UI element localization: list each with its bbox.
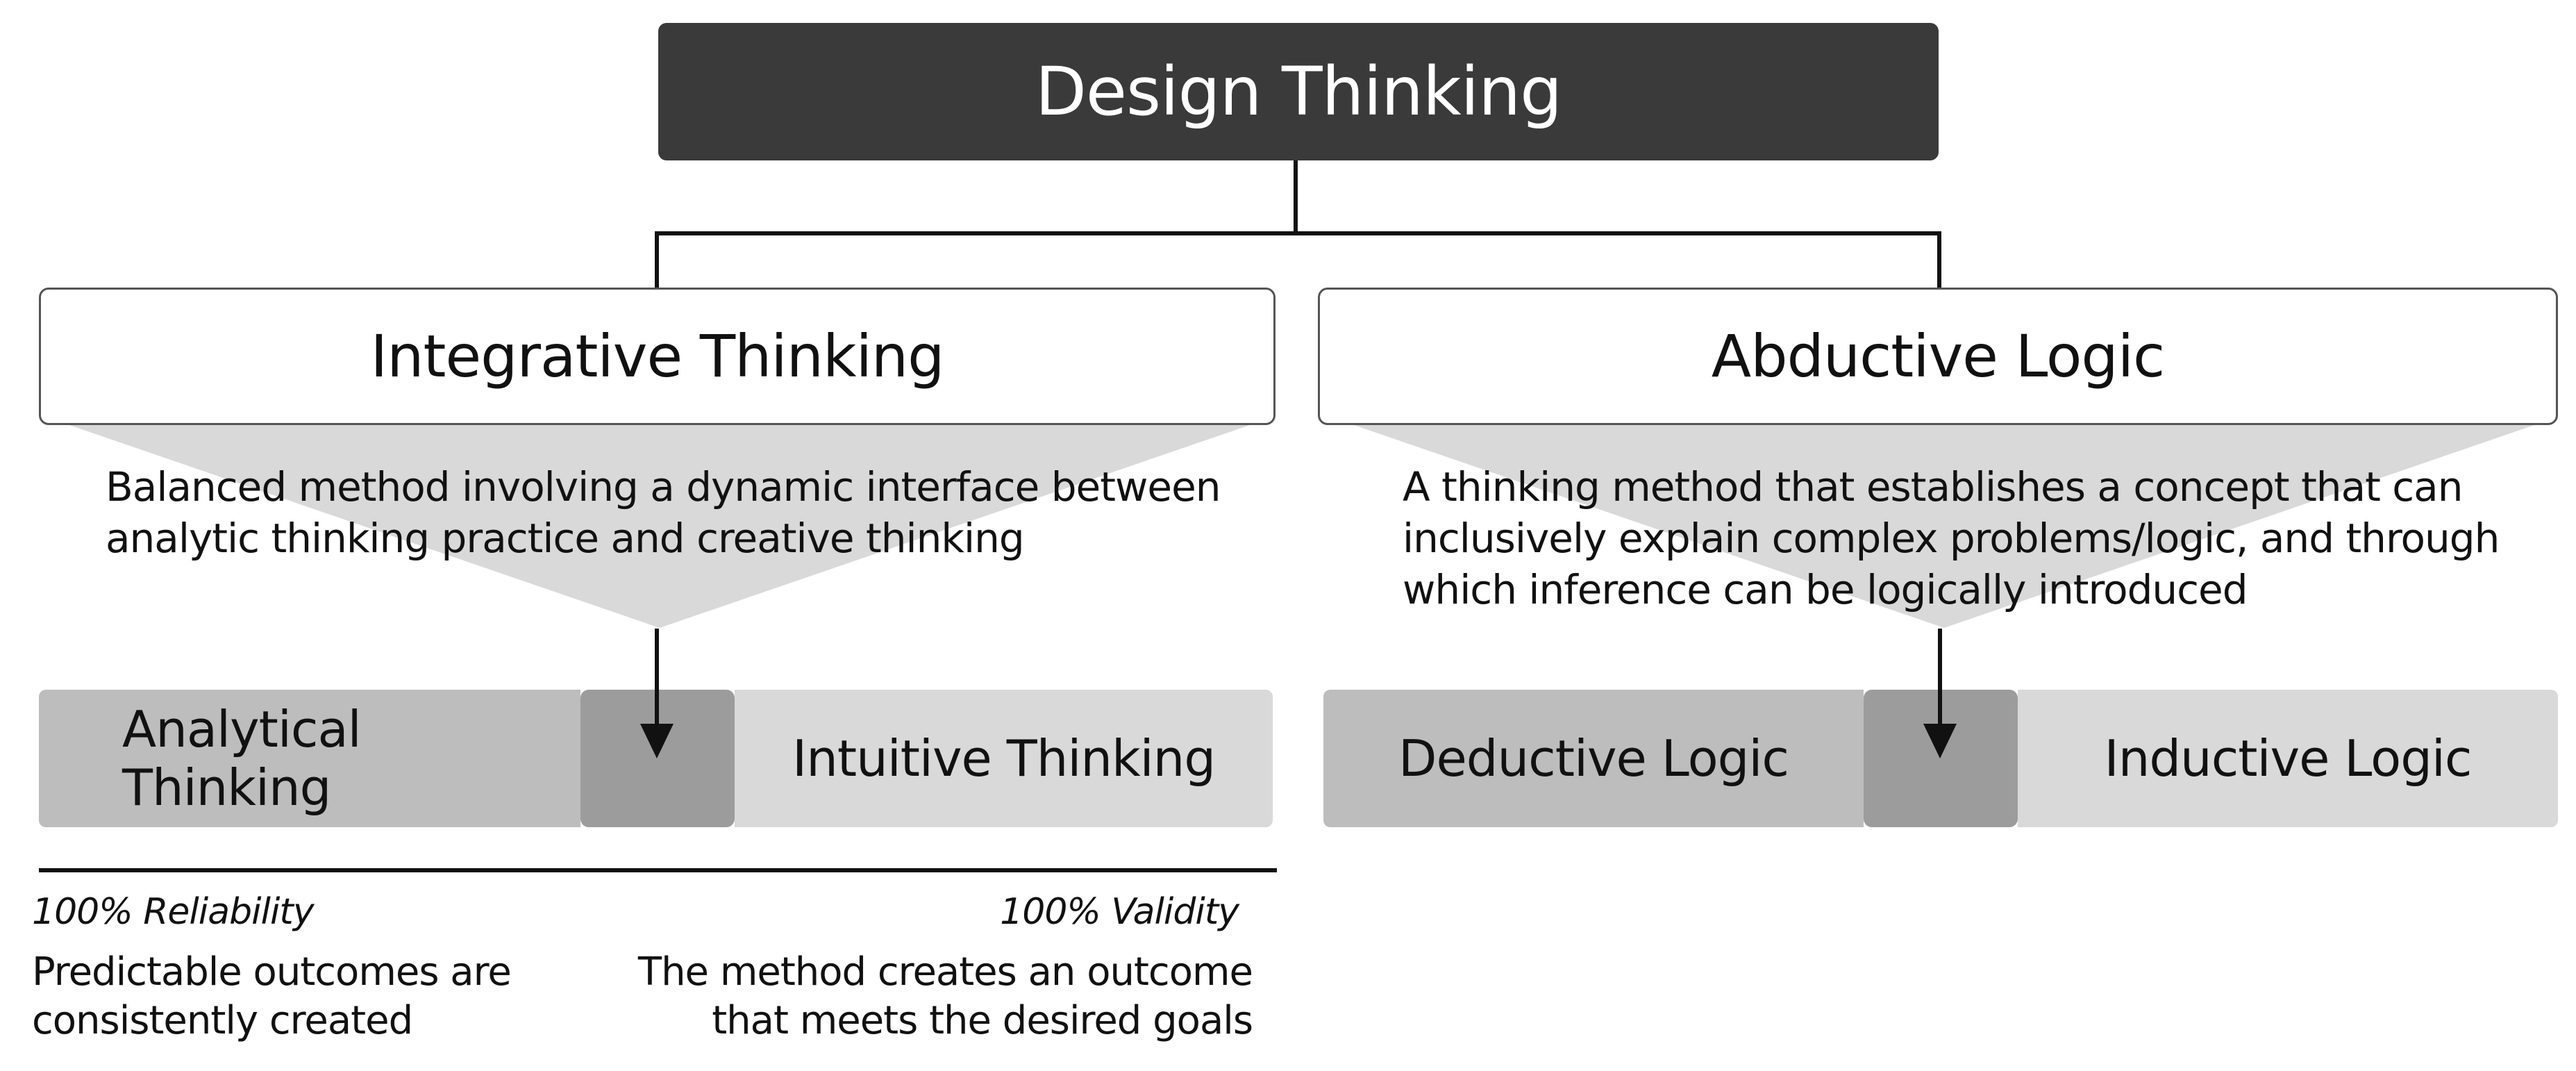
reliability-description: Predictable outcomes are consistently cr… <box>32 948 512 1045</box>
right-funnel <box>1354 425 2534 628</box>
notes-divider <box>39 868 1277 872</box>
inductive-logic-segment: Inductive Logic <box>2018 690 2558 827</box>
description-line: inclusively explain complex problems/log… <box>1403 515 2500 562</box>
analytical-thinking-segment: Analytical Thinking <box>39 690 580 827</box>
description-line: analytic thinking practice and creative … <box>106 515 1025 562</box>
validity-heading: 100% Validity <box>1000 891 1239 933</box>
left-arrow-head-icon <box>640 724 674 758</box>
right-arrow-head-icon <box>1923 724 1957 758</box>
connector-right-drop <box>1937 231 1941 290</box>
integrative-thinking-box: Integrative Thinking <box>39 288 1276 425</box>
note-line: consistently created <box>32 998 413 1043</box>
diagram-title: Design Thinking <box>658 23 1939 160</box>
abductive-logic-description: A thinking method that establishes a con… <box>1403 461 2541 615</box>
description-line: which inference can be logically introdu… <box>1403 566 2248 613</box>
description-line: A thinking method that establishes a con… <box>1403 463 2463 510</box>
note-line: Predictable outcomes are <box>32 949 512 995</box>
note-line: The method creates an outcome <box>637 949 1253 995</box>
description-line: Balanced method involving a dynamic inte… <box>106 463 1221 510</box>
intuitive-thinking-segment: Intuitive Thinking <box>735 690 1273 827</box>
abductive-logic-box: Abductive Logic <box>1318 288 2558 425</box>
connector-bar <box>655 231 1941 235</box>
right-arrow-shaft <box>1938 629 1942 726</box>
left-arrow-shaft <box>655 629 659 726</box>
abductive-segment-bar: Deductive Logic Inductive Logic <box>1323 690 2558 827</box>
note-line: that meets the desired goals <box>712 998 1253 1043</box>
validity-description: The method creates an outcome that meets… <box>638 948 1253 1045</box>
left-funnel <box>69 425 1250 628</box>
connector-left-drop <box>655 231 659 290</box>
deductive-logic-segment: Deductive Logic <box>1323 690 1864 827</box>
reliability-heading: 100% Reliability <box>32 891 315 933</box>
integrative-segment-bar: Analytical Thinking Intuitive Thinking <box>39 690 1273 827</box>
integrative-thinking-description: Balanced method involving a dynamic inte… <box>106 461 1258 564</box>
connector-stem <box>1294 160 1298 233</box>
